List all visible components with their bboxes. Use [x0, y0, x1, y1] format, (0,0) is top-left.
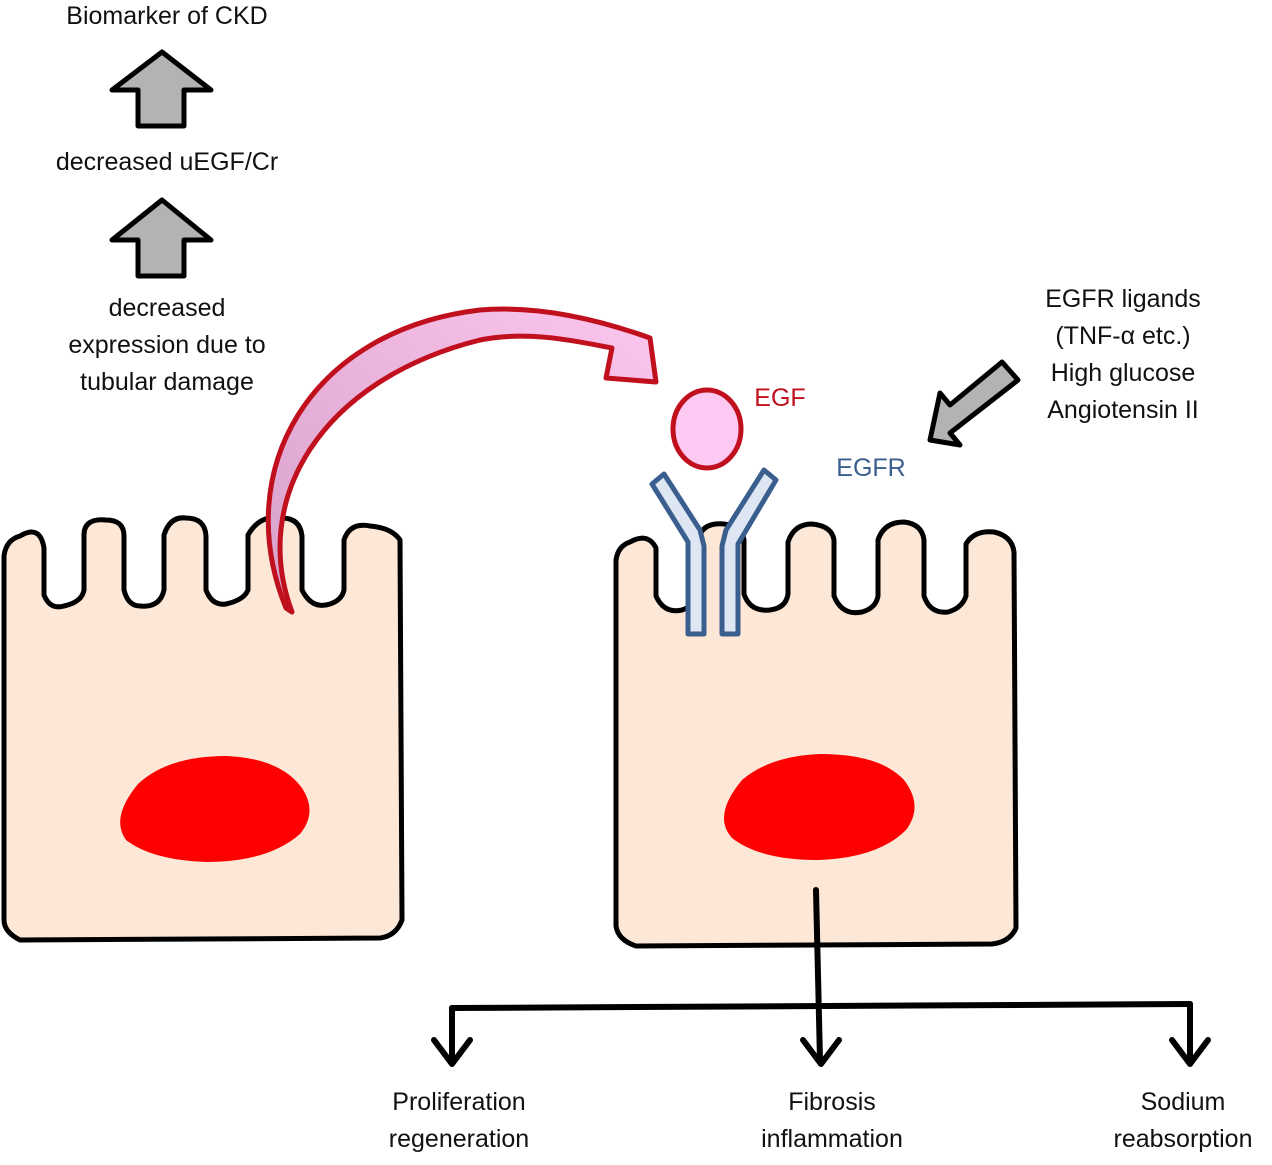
label-decreased-expression: decreased expression due to tubular dama…	[68, 294, 266, 396]
label-decreased-uegf: decreased uEGF/Cr	[55, 148, 279, 176]
label-egfr-stimuli: EGFR ligands (TNF-α etc.) High glucose A…	[1045, 285, 1201, 424]
branch-trunk	[813, 887, 823, 1063]
label-outcome-sodium: Sodium reabsorption	[1113, 1088, 1253, 1153]
arrowhead-right	[1169, 1037, 1211, 1067]
right-nucleus	[724, 754, 915, 860]
left-cell	[1, 514, 405, 943]
egfr-receptor	[649, 467, 779, 637]
signaling-branches	[431, 887, 1211, 1067]
up-arrow-bottom	[109, 197, 214, 279]
label-outcome-proliferation: Proliferation regeneration	[388, 1088, 530, 1153]
up-arrow-top	[109, 49, 214, 129]
stimuli-arrow	[927, 359, 1021, 448]
label-outcome-fibrosis: Fibrosis inflammation	[761, 1088, 903, 1153]
left-nucleus	[120, 756, 310, 862]
label-biomarker: Biomarker of CKD	[66, 2, 268, 30]
arrowhead-center	[800, 1037, 842, 1067]
branch-bar	[449, 1001, 1193, 1011]
curved-secretion-arrow	[265, 306, 659, 615]
label-egfr: EGFR	[836, 454, 906, 482]
arrowhead-left	[431, 1037, 473, 1067]
label-egf: EGF	[754, 384, 806, 412]
egf-ligand	[670, 387, 744, 471]
right-cell	[613, 519, 1019, 949]
